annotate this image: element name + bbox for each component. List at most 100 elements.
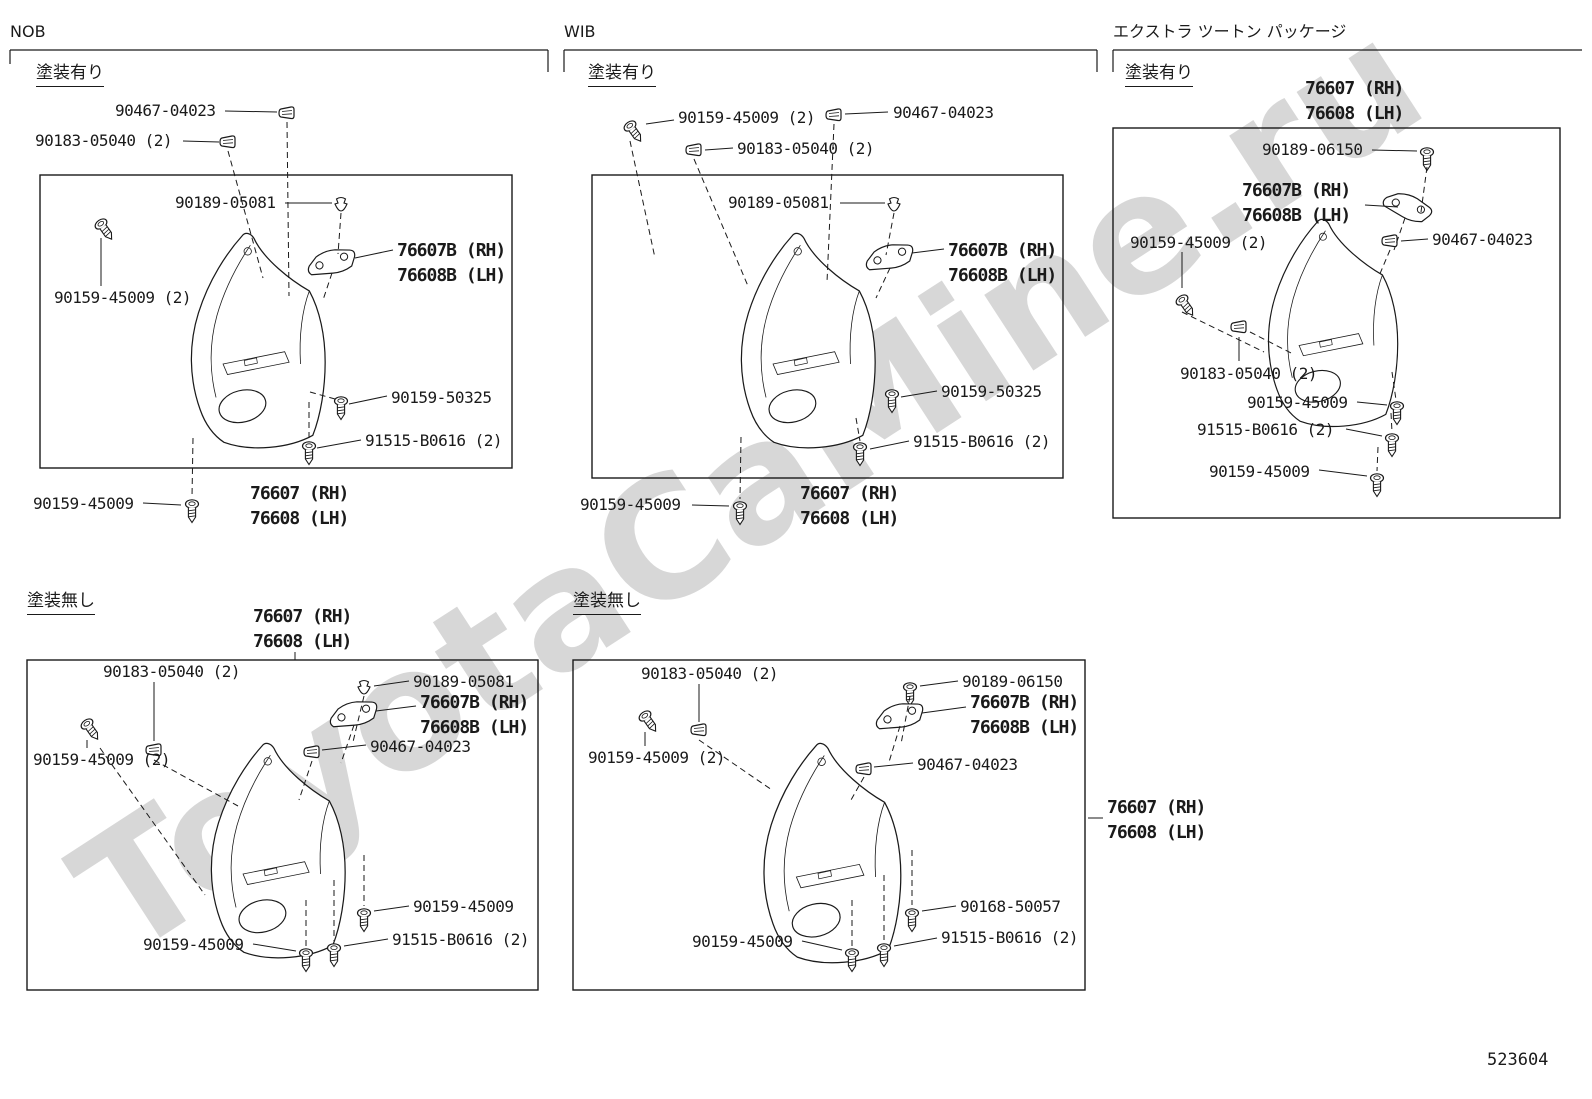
callout-76607b-group: 76607B (RH) 76608B (LH) <box>420 690 529 740</box>
screw-icon <box>902 682 918 707</box>
clip-icon <box>690 723 707 737</box>
callout-90467-04023: 90467-04023 <box>1432 230 1533 249</box>
callout-91515-b0616: 91515-B0616 (2) <box>1197 420 1335 439</box>
screw-icon <box>184 499 200 524</box>
callout-76608-lh: 76608 (LH) <box>250 508 349 529</box>
callout-76607-rh: 76607 (RH) <box>1305 78 1404 99</box>
screw-icon <box>884 389 900 414</box>
panel-frame-extra <box>1112 127 1561 519</box>
callout-90183-05040: 90183-05040 (2) <box>1180 364 1318 383</box>
grommet-icon <box>357 679 371 695</box>
finish-label-unpainted: 塗装無し <box>573 590 641 615</box>
callout-91515-b0616: 91515-B0616 (2) <box>941 928 1079 947</box>
panel-wib-art <box>621 108 945 526</box>
callout-76608b-lh: 76608B (LH) <box>420 717 529 738</box>
callout-90183-05040: 90183-05040 (2) <box>35 131 173 150</box>
callout-76607-group: 76607 (RH) 76608 (LH) <box>253 604 352 654</box>
panel-frame-plain-mid <box>572 659 1086 991</box>
callout-76608-lh: 76608 (LH) <box>253 631 352 652</box>
clip-icon <box>855 762 872 776</box>
callout-90159-45009: 90159-45009 <box>413 897 514 916</box>
mudguard-part <box>190 232 326 449</box>
callout-90183-05040: 90183-05040 (2) <box>103 662 241 681</box>
callout-90189-05081: 90189-05081 <box>728 193 829 212</box>
callout-76607-group: 76607 (RH) 76608 (LH) <box>1107 795 1206 845</box>
callout-90467-04023: 90467-04023 <box>370 737 471 756</box>
callout-76608-lh: 76608 (LH) <box>800 508 899 529</box>
callout-90189-06150: 90189-06150 <box>1262 140 1363 159</box>
finish-label-painted: 塗装有り <box>36 62 104 87</box>
callout-90467-04023: 90467-04023 <box>893 103 994 122</box>
finish-label-unpainted: 塗装無し <box>27 590 95 615</box>
callout-76607b-group: 76607B (RH) 76608B (LH) <box>970 690 1079 740</box>
screw-icon <box>301 441 317 466</box>
callout-90159-45009: 90159-45009 <box>33 494 134 513</box>
callout-90159-45009x2: 90159-45009 (2) <box>1130 233 1268 252</box>
callout-90159-45009: 90159-45009 <box>143 935 244 954</box>
callout-76607b-rh: 76607B (RH) <box>970 692 1079 713</box>
callout-90189-06150: 90189-06150 <box>962 672 1063 691</box>
clip-icon <box>278 106 295 120</box>
callout-76607b-rh: 76607B (RH) <box>948 240 1057 261</box>
panel-frame-plain-left <box>26 659 539 991</box>
grommet-icon <box>887 196 901 212</box>
clip-icon <box>685 143 702 157</box>
callout-76607b-rh: 76607B (RH) <box>397 240 506 261</box>
mudguard-part <box>740 232 876 449</box>
section-header-nob: NOB <box>10 22 46 41</box>
callout-90159-50325: 90159-50325 <box>941 382 1042 401</box>
callout-76607-group: 76607 (RH) 76608 (LH) <box>1305 76 1404 126</box>
callout-90159-45009: 90159-45009 <box>1247 393 1348 412</box>
screw-icon <box>904 908 920 933</box>
callout-90189-05081: 90189-05081 <box>175 193 276 212</box>
callout-91515-b0616: 91515-B0616 (2) <box>392 930 530 949</box>
callout-90159-45009x2: 90159-45009 (2) <box>54 288 192 307</box>
callout-76607-group: 76607 (RH) 76608 (LH) <box>250 481 349 531</box>
clip-icon <box>1230 320 1247 334</box>
panel-frame-nob <box>39 174 513 469</box>
screw-icon <box>1369 473 1385 498</box>
panel-plain-left-art <box>78 652 417 973</box>
callout-90159-45009: 90159-45009 <box>580 495 681 514</box>
callout-76607b-group: 76607B (RH) 76608B (LH) <box>397 238 506 288</box>
screw-icon <box>326 943 342 968</box>
mudguard-part <box>210 742 346 959</box>
callout-90159-45009: 90159-45009 <box>692 932 793 951</box>
callout-90159-45009x2: 90159-45009 (2) <box>678 108 816 127</box>
screw-icon <box>621 118 647 146</box>
screw-icon <box>852 442 868 467</box>
screw-icon <box>636 708 662 736</box>
callout-90159-45009x2: 90159-45009 (2) <box>33 750 171 769</box>
callout-76607-rh: 76607 (RH) <box>253 606 352 627</box>
screw-icon <box>876 943 892 968</box>
screw-icon <box>78 716 104 744</box>
finish-label-painted: 塗装有り <box>588 62 656 87</box>
callout-90189-05081: 90189-05081 <box>413 672 514 691</box>
screw-icon <box>333 396 349 421</box>
panel-frame-wib <box>591 174 1064 479</box>
callout-76607b-group: 76607B (RH) 76608B (LH) <box>1242 178 1351 228</box>
clip-icon <box>219 135 236 149</box>
callout-76607b-rh: 76607B (RH) <box>420 692 529 713</box>
callout-90183-05040: 90183-05040 (2) <box>641 664 779 683</box>
section-header-extra: エクストラ ツートン パッケージ <box>1113 22 1347 41</box>
section-rule-extra <box>1112 49 1582 72</box>
panel-plain-mid-art <box>636 680 1103 973</box>
callout-90467-04023: 90467-04023 <box>115 101 216 120</box>
mudguard-part <box>763 742 902 964</box>
callout-76608-lh: 76608 (LH) <box>1107 822 1206 843</box>
clip-icon <box>825 108 842 122</box>
callout-76607-rh: 76607 (RH) <box>800 483 899 504</box>
callout-90467-04023: 90467-04023 <box>917 755 1018 774</box>
section-rule-wib <box>563 49 1098 72</box>
clip-icon <box>1381 234 1398 248</box>
callout-76607-rh: 76607 (RH) <box>250 483 349 504</box>
callout-76608-lh: 76608 (LH) <box>1305 103 1404 124</box>
callout-91515-b0616: 91515-B0616 (2) <box>913 432 1051 451</box>
callout-76608b-lh: 76608B (LH) <box>1242 205 1351 226</box>
clip-icon <box>303 745 320 759</box>
callout-90168-50057: 90168-50057 <box>960 897 1061 916</box>
screw-icon <box>356 908 372 933</box>
